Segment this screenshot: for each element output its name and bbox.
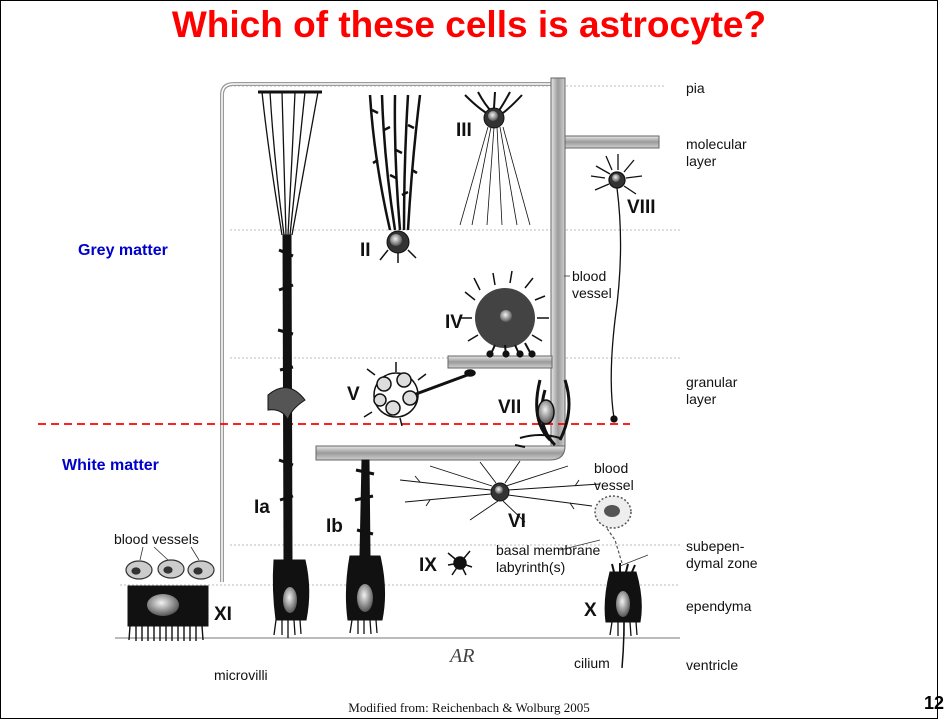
- blood-vessel-label-right-line1: blood: [594, 460, 634, 477]
- cell-label-II: II: [360, 240, 371, 262]
- basal-membrane-label: basal membrane labyrinth(s): [496, 542, 600, 576]
- cell-label-Ib: Ib: [326, 516, 343, 538]
- cell-label-IV: IV: [445, 312, 463, 334]
- blood-vessels-label-left: blood vessels: [114, 531, 199, 548]
- cell-label-VII: VII: [498, 397, 521, 419]
- blood-vessel-elbow: [316, 446, 565, 460]
- layer-subependymal: subepen- dymal zone: [686, 538, 758, 572]
- cell-IX: [448, 551, 472, 575]
- layer-subependymal-line1: subepen-: [686, 538, 758, 555]
- blood-vessel-branch-granular: [448, 356, 552, 368]
- cell-Ia: [258, 92, 322, 638]
- layer-subependymal-line2: dymal zone: [686, 555, 758, 572]
- white-matter-label: White matter: [62, 457, 159, 475]
- left-blood-vessels: [126, 547, 214, 579]
- cell-X: [605, 527, 641, 668]
- cell-VI: [400, 461, 600, 522]
- page-number: 12: [924, 693, 944, 714]
- layer-ventricle: ventricle: [686, 657, 738, 674]
- blood-vessel-label-right: blood vessel: [594, 460, 634, 494]
- layer-molecular: molecular layer: [686, 136, 747, 170]
- cell-label-XI: XI: [214, 604, 232, 626]
- blood-vessel-cross-section: [595, 496, 631, 528]
- cell-label-VIII: VIII: [627, 197, 656, 219]
- cell-label-Ia: Ia: [254, 497, 270, 519]
- microvilli-label: microvilli: [214, 667, 268, 684]
- source-credit: Modified from: Reichenbach & Wolburg 200…: [0, 700, 938, 716]
- cell-label-IX: IX: [419, 555, 437, 577]
- cell-IV: [460, 271, 549, 357]
- cell-Ib: [346, 460, 384, 634]
- layer-molecular-line2: layer: [686, 153, 747, 170]
- layer-granular: granular layer: [686, 374, 737, 408]
- blood-vessel-label-right-line2: vessel: [594, 477, 634, 494]
- layer-granular-line1: granular: [686, 374, 737, 391]
- cilium-label: cilium: [574, 655, 610, 672]
- cell-III: [460, 92, 530, 225]
- blood-vessel-label-top-line1: blood: [572, 268, 612, 285]
- layer-molecular-line1: molecular: [686, 136, 747, 153]
- cell-label-III: III: [456, 120, 472, 142]
- basal-membrane-line1: basal membrane: [496, 542, 600, 559]
- cell-II: [370, 95, 420, 263]
- layer-ependyma: ependyma: [686, 598, 751, 615]
- cell-label-X: X: [584, 600, 597, 622]
- layer-granular-line2: layer: [686, 391, 737, 408]
- cell-label-V: V: [347, 384, 360, 406]
- grey-matter-label: Grey matter: [78, 242, 168, 260]
- blood-vessel-label-top: blood vessel: [572, 268, 612, 302]
- basal-membrane-line2: labyrinth(s): [496, 559, 600, 576]
- blood-vessel-label-top-line2: vessel: [572, 285, 612, 302]
- layer-pia: pia: [686, 80, 705, 97]
- blood-vessel-branch-molecular: [565, 136, 659, 148]
- artist-monogram: AR: [450, 648, 474, 665]
- cell-V: [364, 362, 475, 426]
- cell-XI: [128, 586, 208, 641]
- cell-label-VI: VI: [508, 511, 526, 533]
- blood-vessel-trunk: [551, 78, 565, 446]
